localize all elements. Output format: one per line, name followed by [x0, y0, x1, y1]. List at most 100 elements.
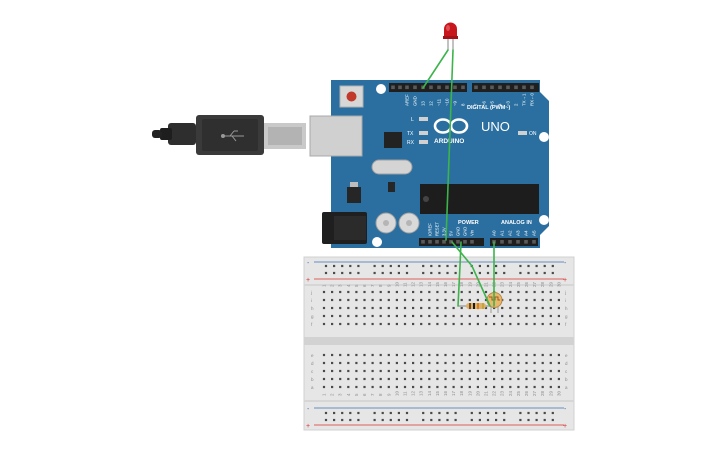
breadboard-hole[interactable] [446, 411, 449, 415]
breadboard-hole[interactable] [436, 385, 439, 389]
breadboard-hole[interactable] [387, 361, 390, 365]
breadboard-hole[interactable] [331, 369, 334, 373]
breadboard-hole[interactable] [420, 361, 423, 365]
breadboard-hole[interactable] [405, 271, 409, 275]
breadboard-hole[interactable] [422, 411, 425, 415]
breadboard-hole[interactable] [525, 377, 528, 381]
analog-pin-socket[interactable] [532, 240, 536, 244]
breadboard-hole[interactable] [371, 306, 374, 310]
breadboard-hole[interactable] [373, 418, 376, 422]
breadboard-hole[interactable] [387, 353, 390, 357]
breadboard-hole[interactable] [543, 271, 546, 275]
breadboard-hole[interactable] [438, 411, 441, 415]
breadboard-hole[interactable] [412, 385, 415, 389]
breadboard-hole[interactable] [486, 271, 490, 275]
breadboard-hole[interactable] [438, 264, 441, 268]
breadboard-hole[interactable] [363, 385, 366, 389]
breadboard-hole[interactable] [420, 298, 423, 302]
digital-pin-socket[interactable] [474, 85, 478, 90]
breadboard-hole[interactable] [322, 306, 326, 310]
breadboard-hole[interactable] [322, 290, 326, 294]
power-pin-socket[interactable] [463, 240, 467, 244]
breadboard-hole[interactable] [509, 377, 512, 381]
breadboard-hole[interactable] [403, 322, 407, 326]
breadboard-hole[interactable] [503, 271, 506, 275]
breadboard-hole[interactable] [460, 314, 463, 318]
breadboard-hole[interactable] [452, 353, 455, 357]
breadboard-hole[interactable] [493, 369, 496, 373]
breadboard-hole[interactable] [468, 322, 471, 326]
breadboard-hole[interactable] [495, 418, 498, 422]
breadboard-hole[interactable] [403, 369, 407, 373]
breadboard-hole[interactable] [444, 361, 447, 365]
breadboard-hole[interactable] [519, 411, 522, 415]
breadboard-hole[interactable] [501, 385, 504, 389]
breadboard-hole[interactable] [331, 314, 334, 318]
breadboard-hole[interactable] [349, 264, 352, 268]
breadboard-hole[interactable] [397, 264, 400, 268]
wire-led-to-ground[interactable] [445, 49, 454, 241]
breadboard-hole[interactable] [517, 385, 520, 389]
breadboard-hole[interactable] [322, 369, 326, 373]
breadboard-hole[interactable] [460, 322, 463, 326]
digital-pin-socket[interactable] [398, 85, 402, 90]
breadboard-hole[interactable] [379, 306, 382, 310]
breadboard-hole[interactable] [509, 322, 512, 326]
breadboard-hole[interactable] [476, 353, 479, 357]
breadboard-hole[interactable] [363, 314, 366, 318]
breadboard-hole[interactable] [533, 314, 536, 318]
breadboard-hole[interactable] [557, 385, 560, 389]
breadboard-hole[interactable] [460, 385, 463, 389]
digital-pin-socket[interactable] [461, 85, 465, 90]
breadboard-hole[interactable] [389, 271, 392, 275]
breadboard-hole[interactable] [557, 298, 560, 302]
breadboard-hole[interactable] [493, 353, 496, 357]
digital-pin-socket[interactable] [482, 85, 486, 90]
breadboard-hole[interactable] [339, 322, 342, 326]
breadboard-hole[interactable] [405, 411, 409, 415]
breadboard-hole[interactable] [420, 385, 423, 389]
breadboard-hole[interactable] [517, 369, 520, 373]
breadboard-hole[interactable] [460, 306, 463, 310]
breadboard-hole[interactable] [484, 353, 488, 357]
breadboard-hole[interactable] [355, 306, 358, 310]
breadboard-hole[interactable] [331, 361, 334, 365]
breadboard-hole[interactable] [452, 298, 455, 302]
breadboard-hole[interactable] [476, 361, 479, 365]
breadboard-hole[interactable] [381, 271, 384, 275]
breadboard-hole[interactable] [397, 271, 400, 275]
breadboard-hole[interactable] [347, 314, 350, 318]
breadboard-hole[interactable] [371, 298, 374, 302]
breadboard-hole[interactable] [355, 369, 358, 373]
breadboard-hole[interactable] [412, 298, 415, 302]
breadboard-hole[interactable] [349, 271, 352, 275]
breadboard-hole[interactable] [371, 385, 374, 389]
breadboard-hole[interactable] [403, 298, 407, 302]
breadboard-hole[interactable] [484, 377, 488, 381]
breadboard-hole[interactable] [533, 290, 536, 294]
breadboard-hole[interactable] [322, 385, 326, 389]
digital-pin-socket[interactable] [429, 85, 433, 90]
breadboard-hole[interactable] [347, 353, 350, 357]
breadboard-hole[interactable] [484, 306, 488, 310]
breadboard-hole[interactable] [428, 369, 431, 373]
breadboard-hole[interactable] [509, 290, 512, 294]
breadboard-hole[interactable] [371, 353, 374, 357]
breadboard-hole[interactable] [428, 314, 431, 318]
breadboard-hole[interactable] [438, 418, 441, 422]
breadboard-hole[interactable] [493, 385, 496, 389]
breadboard-hole[interactable] [339, 369, 342, 373]
breadboard-hole[interactable] [412, 377, 415, 381]
breadboard-hole[interactable] [509, 385, 512, 389]
digital-pin-socket[interactable] [413, 85, 417, 90]
breadboard-hole[interactable] [420, 353, 423, 357]
breadboard-hole[interactable] [460, 369, 463, 373]
breadboard-hole[interactable] [486, 418, 490, 422]
reset-button[interactable] [339, 85, 364, 108]
wire-gnd-to-resistor[interactable] [457, 241, 462, 307]
breadboard-hole[interactable] [525, 322, 528, 326]
breadboard-hole[interactable] [363, 290, 366, 294]
breadboard-hole[interactable] [486, 264, 490, 268]
breadboard-hole[interactable] [349, 418, 352, 422]
breadboard-hole[interactable] [525, 385, 528, 389]
